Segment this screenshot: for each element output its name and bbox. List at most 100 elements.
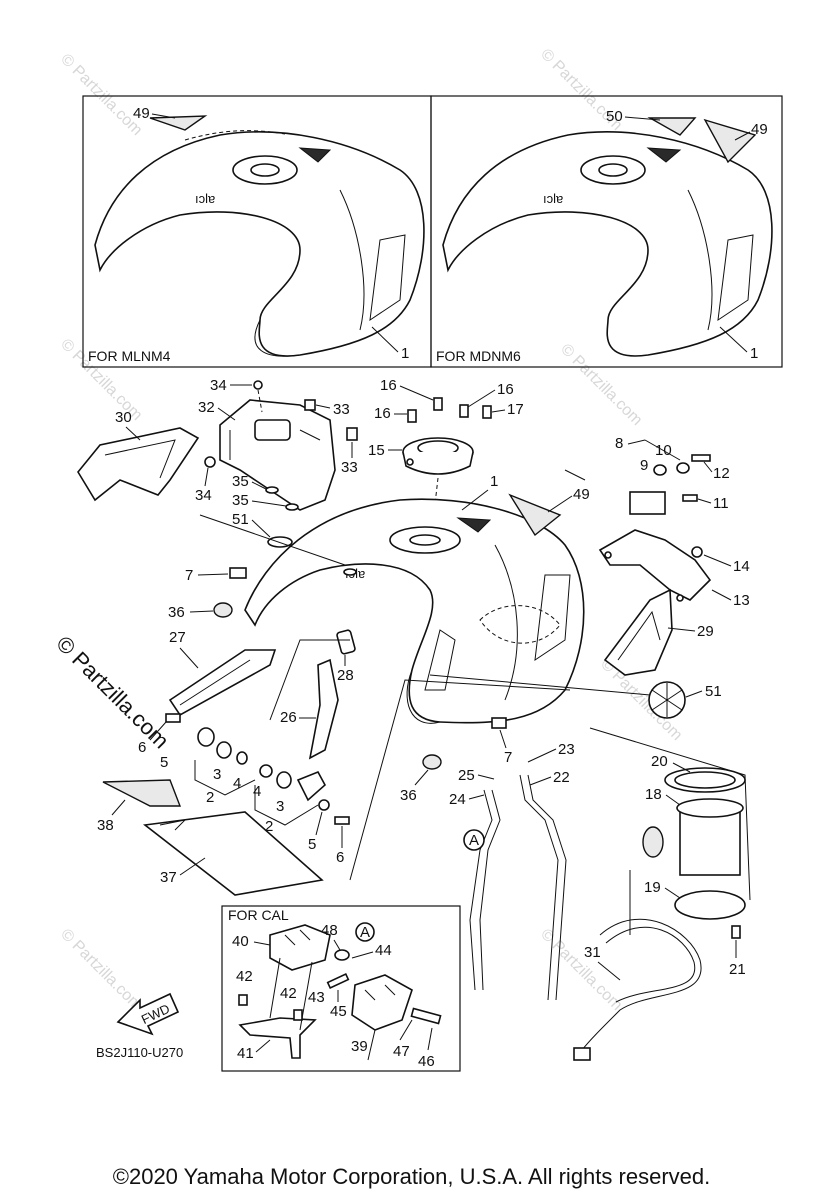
callout-51-b: 51: [705, 683, 722, 700]
callout-11: 11: [713, 495, 729, 512]
bolt-7-a: [229, 567, 247, 579]
part-37-panel: [142, 811, 324, 896]
callout-31: 31: [584, 944, 601, 961]
callout-3-b: 3: [276, 798, 284, 815]
callout-17: 17: [507, 401, 524, 418]
cal-parts: [238, 924, 442, 1061]
callout-5-b: 5: [308, 836, 316, 853]
callout-48: 48: [321, 922, 338, 939]
callout-42-a: 42: [236, 968, 253, 985]
variant-box-right: [430, 95, 783, 368]
copyright-footer: ©2020 Yamaha Motor Corporation, U.S.A. A…: [112, 1164, 711, 1189]
part-32-bracket: [219, 399, 336, 511]
mount-parts-left: [165, 713, 248, 765]
callout-34-top: 34: [210, 377, 227, 394]
callout-50-right: 50: [606, 108, 623, 125]
callout-1-left: 1: [401, 345, 409, 362]
callout-1-right: 1: [750, 345, 758, 362]
bolt-7-b: [491, 717, 507, 729]
callout-33-b: 33: [341, 459, 358, 476]
callout-35-b: 35: [232, 492, 249, 509]
callout-36-b: 36: [400, 787, 417, 804]
part-26-bracket: [308, 658, 339, 760]
callout-3-a: 3: [213, 766, 221, 783]
variant-label-right: FOR MDNM6: [436, 348, 521, 364]
callout-21: 21: [729, 961, 746, 978]
callout-16-b: 16: [497, 381, 514, 398]
callout-33-a: 33: [333, 401, 350, 418]
mount-parts-right: [259, 764, 350, 825]
callout-34-bot: 34: [195, 487, 212, 504]
callout-32: 32: [198, 399, 215, 416]
tank-logo-left: ıɔlɐ: [195, 191, 215, 206]
callout-8: 8: [615, 435, 623, 452]
callout-49-main: 49: [573, 486, 590, 503]
part-28: [336, 629, 356, 655]
callout-49-right: 49: [751, 121, 768, 138]
callout-37: 37: [160, 869, 177, 886]
marker-a-1: A: [469, 832, 479, 849]
callout-13: 13: [733, 592, 750, 609]
callout-51-a: 51: [232, 511, 249, 528]
callout-16-a: 16: [380, 377, 397, 394]
callout-35-a: 35: [232, 473, 249, 490]
callout-30: 30: [115, 409, 132, 426]
callout-42-b: 42: [280, 985, 297, 1002]
callout-20: 20: [651, 753, 668, 770]
callout-6-b: 6: [336, 849, 344, 866]
callout-24: 24: [449, 791, 466, 808]
grommet-36-b: [422, 754, 442, 770]
callout-44: 44: [375, 942, 392, 959]
part-29-cover: [603, 588, 673, 676]
cal-box-label: FOR CAL: [228, 907, 289, 923]
callout-15: 15: [368, 442, 385, 459]
callout-45: 45: [330, 1003, 347, 1020]
callout-25: 25: [458, 767, 475, 784]
callout-7-b: 7: [504, 749, 512, 766]
watermark-main: © Partzilla.com: [51, 631, 174, 754]
callout-19: 19: [644, 879, 661, 896]
callout-6-a: 6: [138, 739, 146, 756]
callout-29: 29: [697, 623, 714, 640]
callout-12: 12: [713, 465, 730, 482]
callout-28: 28: [337, 667, 354, 684]
callout-16-c: 16: [374, 405, 391, 422]
part-30-side-cover: [77, 427, 200, 502]
ref-code: BS2J110-U270: [96, 1045, 183, 1060]
callout-38: 38: [97, 817, 114, 834]
cal-box: [221, 905, 461, 1072]
watermark-bottom-left: © Partzilla.com: [57, 926, 145, 1014]
callout-9: 9: [640, 457, 648, 474]
main-fuel-tank: ıɔlɐ: [244, 498, 585, 724]
part-27-cover: [168, 649, 277, 717]
variant-label-left: FOR MLNM4: [88, 348, 171, 364]
tank-variant-left: ıɔlɐ: [94, 115, 425, 357]
callout-26: 26: [280, 709, 297, 726]
callout-10: 10: [655, 442, 672, 459]
watermark-top-left: © Partzilla.com: [57, 51, 145, 139]
variant-boxes: FOR MLNM4 FOR MDNM6: [82, 95, 783, 368]
grommet-36-a: [213, 602, 233, 618]
parts-diagram: © Partzilla.com © Partzilla.com © Partzi…: [51, 46, 783, 1072]
tank-variant-right: ıɔlɐ: [442, 117, 773, 357]
callout-47: 47: [393, 1043, 410, 1060]
callout-7-a: 7: [185, 567, 193, 584]
callout-4-a: 4: [233, 775, 241, 792]
callout-1-main: 1: [490, 473, 498, 490]
callout-39: 39: [351, 1038, 368, 1055]
bolts-16-17: [407, 397, 492, 423]
marker-a-2: A: [360, 924, 370, 941]
callout-23: 23: [558, 741, 575, 758]
callout-27: 27: [169, 629, 186, 646]
part-38-pad: [102, 779, 182, 807]
callout-40: 40: [232, 933, 249, 950]
callout-18: 18: [645, 786, 662, 803]
callout-36-a: 36: [168, 604, 185, 621]
callout-49-left: 49: [133, 105, 150, 122]
fuel-pump-assembly: [573, 767, 746, 1061]
part-15-cap: [402, 437, 474, 475]
callout-43: 43: [308, 989, 325, 1006]
callout-41: 41: [237, 1045, 254, 1062]
callout-46: 46: [418, 1053, 435, 1070]
part-13-bracket: [598, 454, 712, 602]
